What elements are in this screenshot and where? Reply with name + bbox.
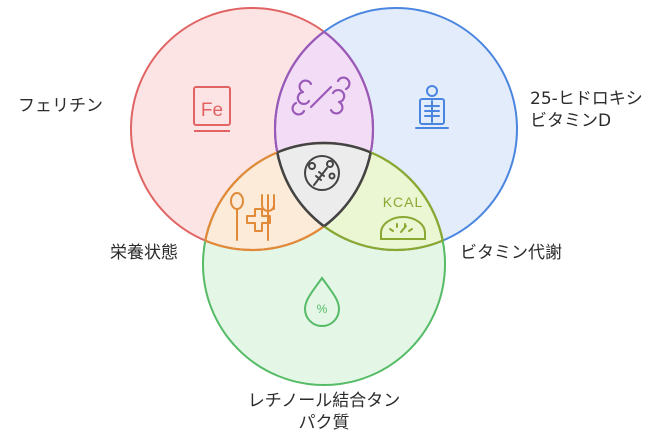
label-vitamin-d-line1: 25-ヒドロキシ — [530, 89, 643, 109]
ferritin-icon-text: Fe — [201, 100, 223, 121]
overlap-red-green — [203, 143, 373, 250]
bone-icon — [291, 76, 351, 116]
drop-icon-text: % — [317, 302, 328, 316]
drop-percent-icon: % — [303, 276, 341, 327]
vegetables-icon — [304, 155, 340, 191]
label-vitamin-d-line2: ビタミンD — [530, 111, 612, 131]
nutrition-icon — [230, 192, 275, 241]
xray-scan-icon — [415, 85, 449, 129]
label-ferritin: フェリチン — [18, 96, 103, 116]
label-vitamin-metabolism: ビタミン代謝 — [460, 243, 562, 263]
calorie-icon-text: KCAL — [383, 194, 424, 210]
calorie-scale-icon: KCAL — [380, 194, 426, 240]
overlap-blue-green — [275, 143, 445, 250]
label-rbp-line2: パク質 — [298, 413, 350, 433]
label-rbp-line1: レチノール結合タン — [247, 391, 401, 411]
label-nutrition: 栄養状態 — [110, 243, 178, 263]
ferritin-icon: Fe — [193, 86, 231, 132]
